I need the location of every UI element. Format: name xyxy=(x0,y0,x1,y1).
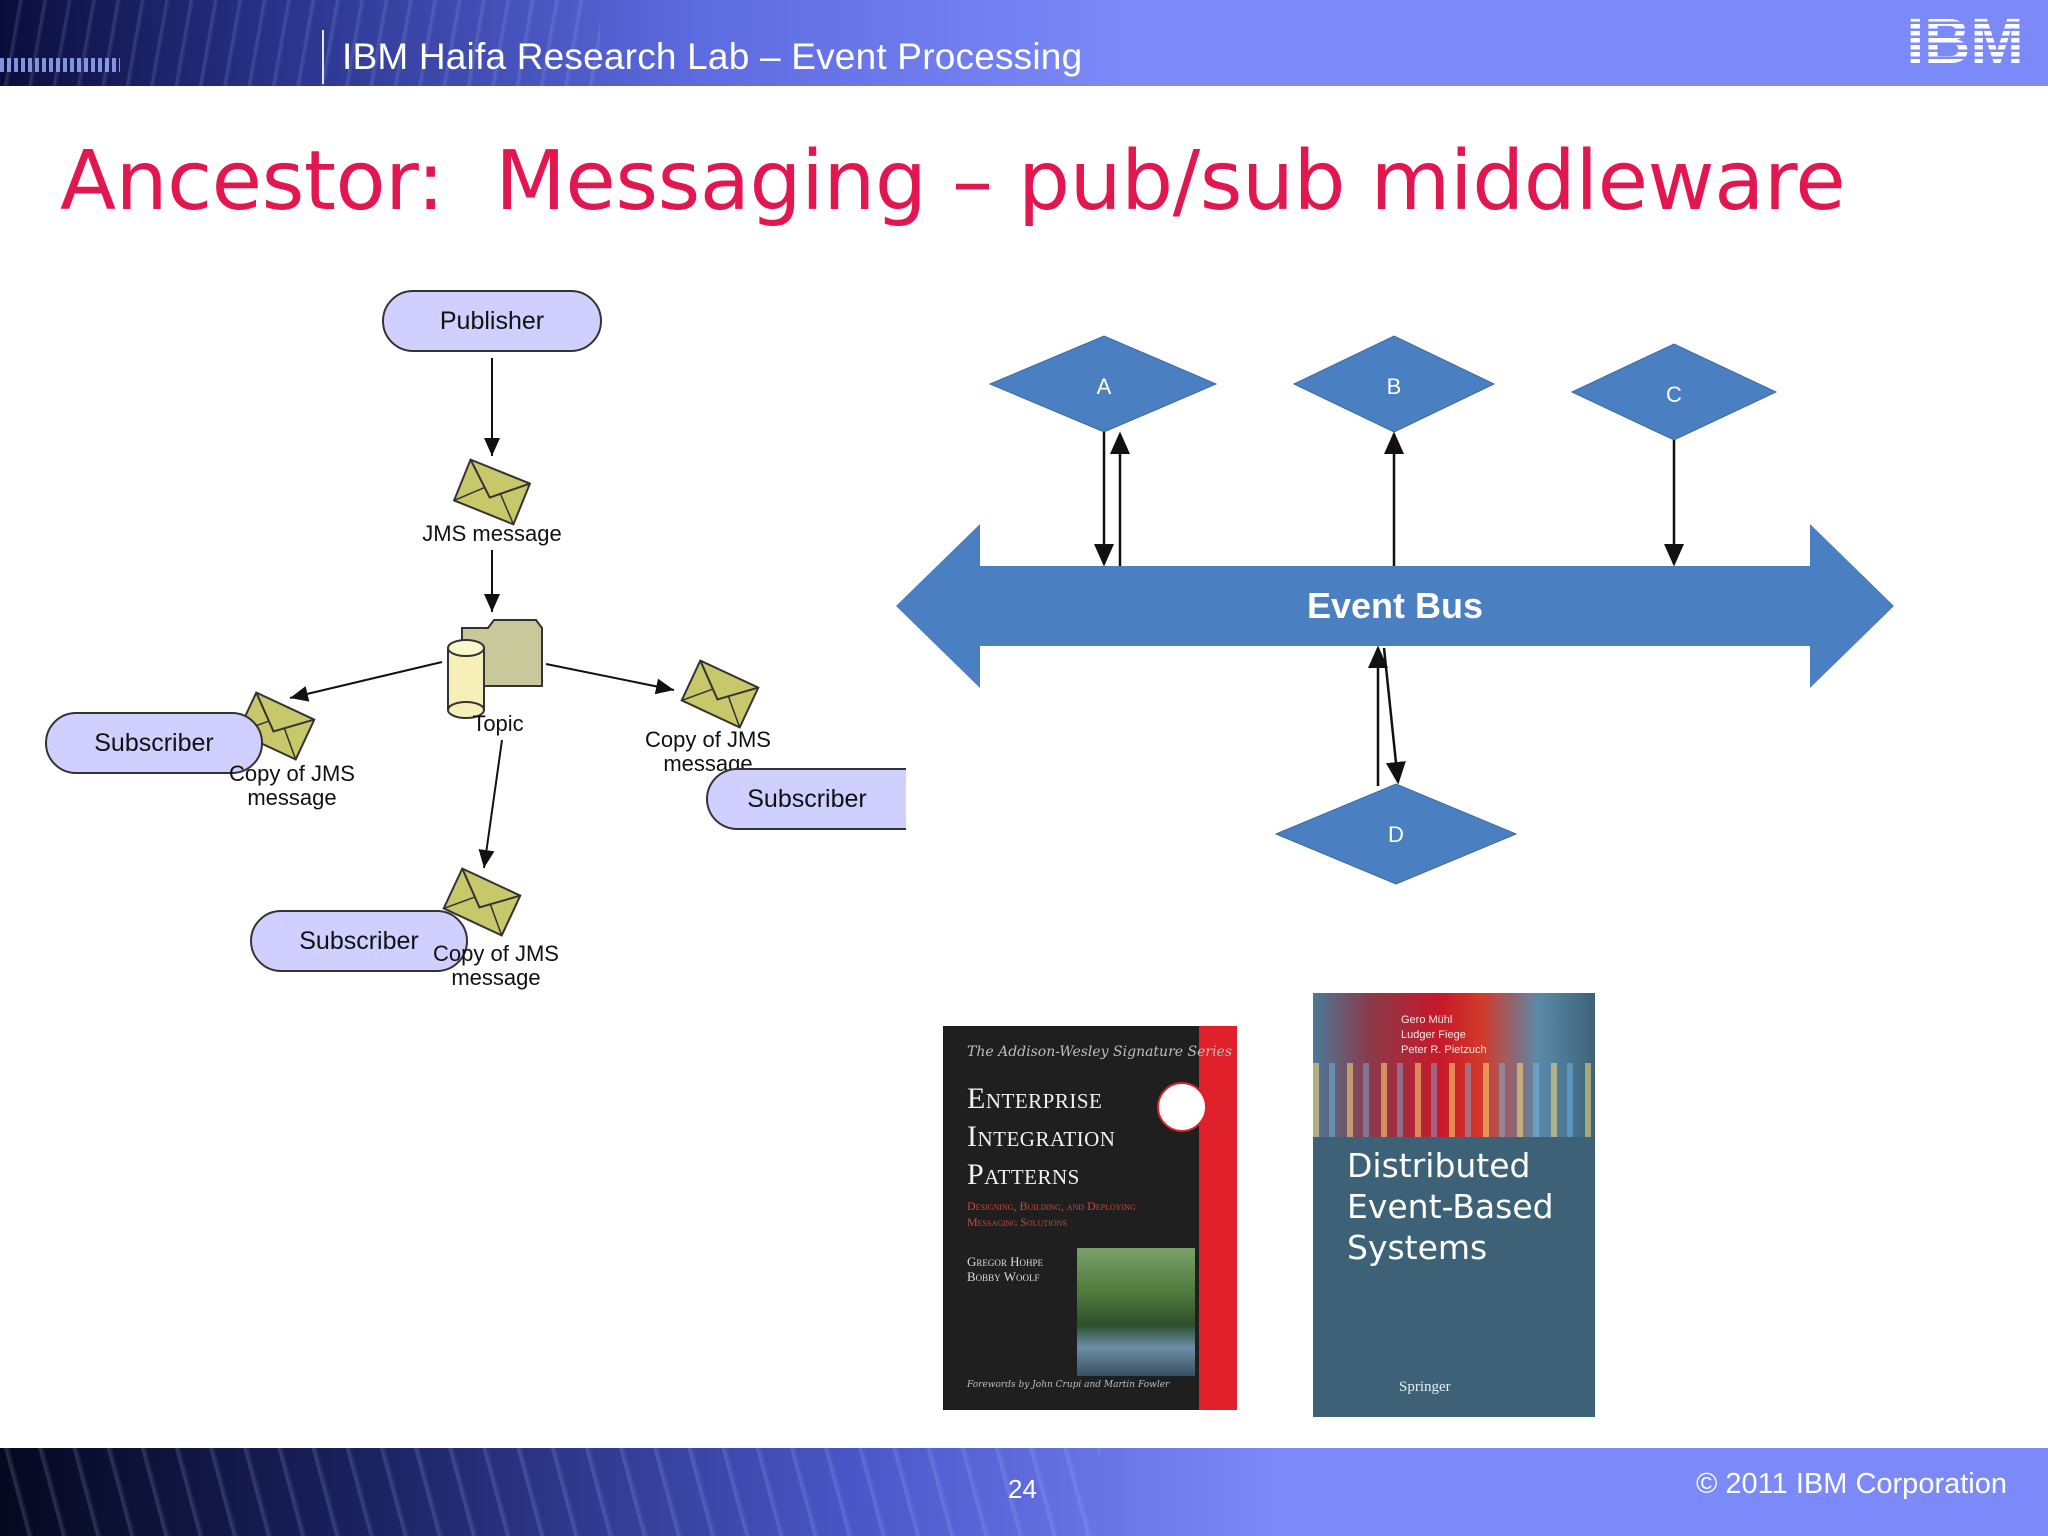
book-authors: Gregor Hohpe Bobby Woolf xyxy=(967,1254,1043,1284)
header-dots xyxy=(0,58,120,72)
copy-label-line: message xyxy=(247,785,337,810)
book-authors: Gero Mühl Ludger Fiege Peter R. Pietzuch xyxy=(1401,1013,1487,1058)
ibm-logo: IBM xyxy=(1906,10,2023,70)
arrow-topic-bottom xyxy=(478,739,503,869)
book-title-line: Event-Based xyxy=(1347,1187,1554,1226)
subscriber-right: Subscriber xyxy=(706,768,906,830)
node-c-shape xyxy=(1570,343,1778,441)
copy-label-line: Copy of JMS xyxy=(645,727,771,752)
signature-seal-icon xyxy=(1157,1082,1207,1132)
header-divider xyxy=(322,30,324,84)
book-enterprise-integration-patterns: The Addison-Wesley Signature Series Ente… xyxy=(943,1026,1237,1410)
jms-diagram-lines xyxy=(236,358,760,937)
book-subtitle: Designing, Building, and Deploying Messa… xyxy=(967,1199,1136,1229)
subscriber-left: Subscriber xyxy=(45,712,263,774)
book-series: The Addison-Wesley Signature Series xyxy=(967,1044,1233,1060)
arrow-topic-right xyxy=(545,663,675,695)
book-author: Gregor Hohpe xyxy=(967,1254,1044,1269)
ibm-logo-text: IBM xyxy=(1906,10,2023,70)
header-bar xyxy=(0,0,2048,86)
node-a-label: A xyxy=(1096,374,1112,399)
envelope-icon xyxy=(452,458,532,526)
copyright-text: © 2011 IBM Corporation xyxy=(1696,1468,2007,1500)
book-publisher: Springer xyxy=(1399,1379,1451,1395)
node-b-shape xyxy=(1292,335,1496,433)
event-bus-label: Event Bus xyxy=(1306,585,1484,626)
node-a-shape xyxy=(988,335,1218,433)
book-author: Peter R. Pietzuch xyxy=(1401,1044,1487,1056)
jms-diagram: Publisher JMS message Topic Subscriber C… xyxy=(0,270,906,1010)
book-title-line: Systems xyxy=(1347,1228,1488,1267)
book-cover-art-stripes xyxy=(1313,1063,1595,1137)
topic-label: Topic xyxy=(472,711,524,736)
copy-label-line: Copy of JMS xyxy=(229,761,355,786)
copy-label-line: Copy of JMS xyxy=(433,941,559,966)
book-author: Bobby Woolf xyxy=(967,1269,1040,1284)
header-title: IBM Haifa Research Lab – Event Processin… xyxy=(342,36,1083,77)
book-cover-photo xyxy=(1077,1248,1195,1376)
book-title-line: Patterns xyxy=(967,1158,1080,1191)
arrow-d-down xyxy=(1382,647,1406,785)
event-bus-arrow xyxy=(896,524,1894,688)
book-title-line: Distributed xyxy=(1347,1146,1531,1185)
copy-label-bottom: Copy of JMS message xyxy=(416,942,576,990)
copy-label-left: Copy of JMS message xyxy=(212,762,372,810)
publisher-node: Publisher xyxy=(382,290,602,352)
jms-message-label: JMS message xyxy=(422,521,562,546)
book-title-line: Integration xyxy=(967,1120,1116,1153)
envelope-icon xyxy=(442,867,522,937)
subscriber-bottom: Subscriber xyxy=(250,910,468,972)
book-spine-band xyxy=(1199,1026,1237,1410)
topic-icon xyxy=(447,619,543,719)
book-author: Gero Mühl xyxy=(1401,1014,1453,1026)
event-bus-diagram xyxy=(896,335,1894,885)
book-author: Ludger Fiege xyxy=(1401,1029,1466,1041)
copy-label-line: message xyxy=(451,965,541,990)
node-d-shape xyxy=(1274,783,1518,885)
envelope-icon xyxy=(680,659,760,729)
book-title: Distributed Event-Based Systems xyxy=(1347,1145,1554,1268)
footer-decoration xyxy=(0,1448,1100,1536)
arrow-topic-left xyxy=(289,661,443,702)
node-d-label: D xyxy=(1388,822,1404,847)
slide-title: Ancestor: Messaging – pub/sub middleware xyxy=(60,134,1846,229)
footer-bar xyxy=(0,1448,2048,1536)
node-b-label: B xyxy=(1386,374,1402,399)
page-number: 24 xyxy=(1008,1474,1037,1504)
book-distributed-event-based-systems: Gero Mühl Ludger Fiege Peter R. Pietzuch… xyxy=(1313,993,1595,1417)
book-title: Enterprise Integration Patterns xyxy=(967,1080,1115,1194)
book-title-line: Enterprise xyxy=(967,1082,1103,1115)
node-c-label: C xyxy=(1666,382,1682,407)
book-foreword: Forewords by John Crupi and Martin Fowle… xyxy=(967,1380,1170,1390)
